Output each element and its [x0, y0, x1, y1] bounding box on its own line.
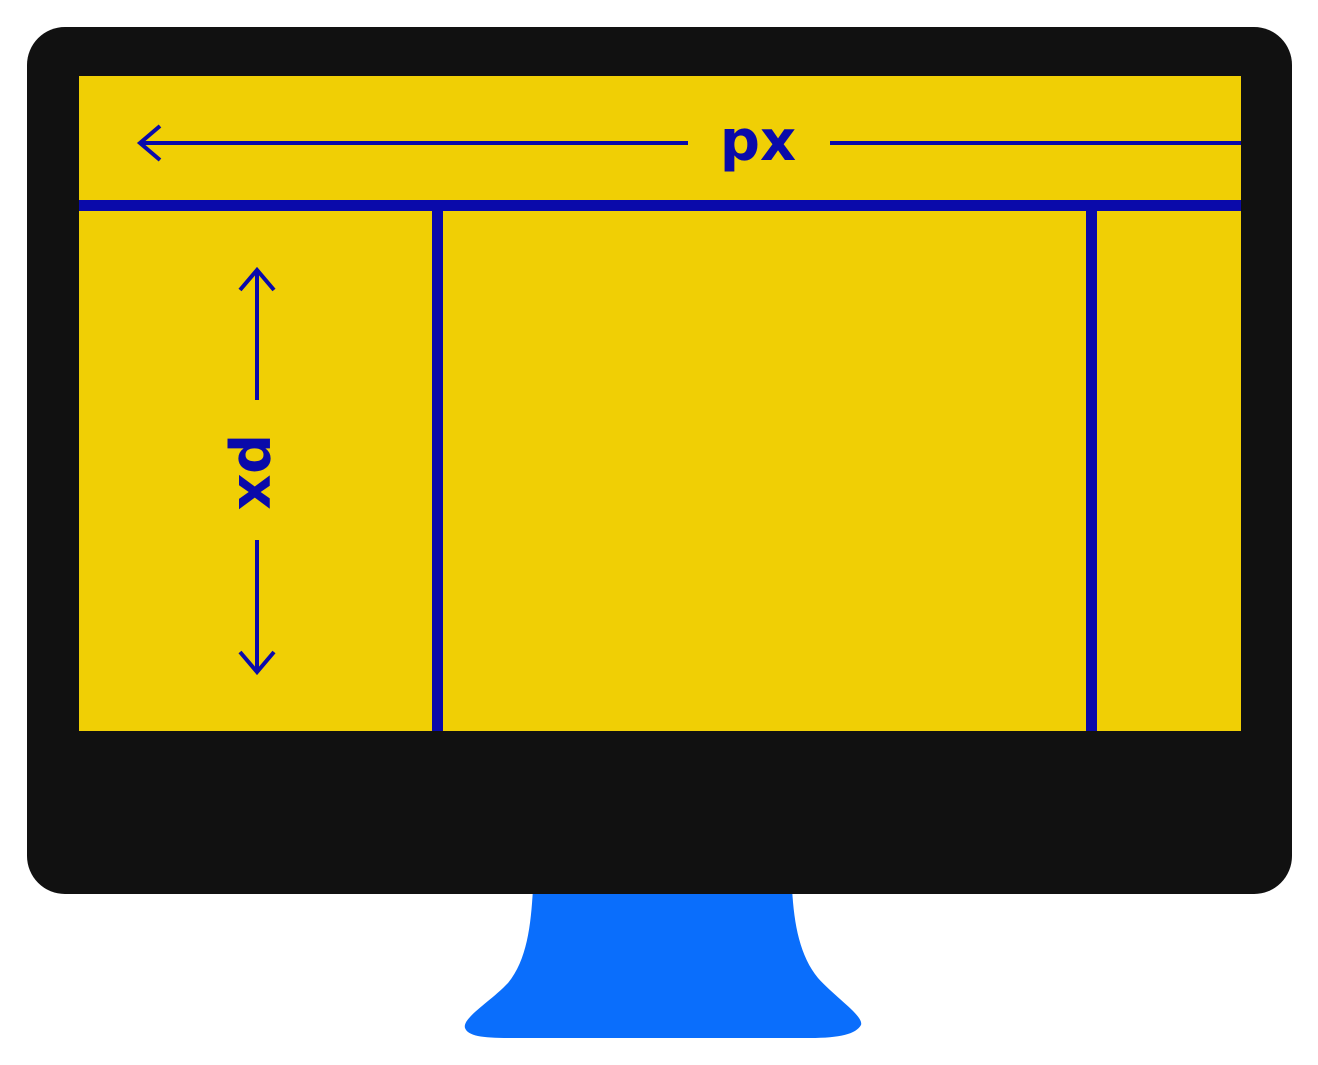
arrow-down-icon [238, 650, 276, 676]
arrow-up-icon [238, 266, 276, 292]
monitor-stand [464, 888, 862, 1038]
height-dimension: px [225, 266, 290, 676]
monitor-screen [79, 76, 1241, 731]
arrow-left-icon [136, 124, 162, 162]
width-label: px [720, 109, 796, 174]
left-column-divider [432, 211, 443, 731]
right-column-divider [1086, 211, 1097, 731]
height-label: px [225, 434, 290, 510]
header-divider-line [79, 200, 1241, 211]
width-dimension: px [136, 109, 1241, 174]
